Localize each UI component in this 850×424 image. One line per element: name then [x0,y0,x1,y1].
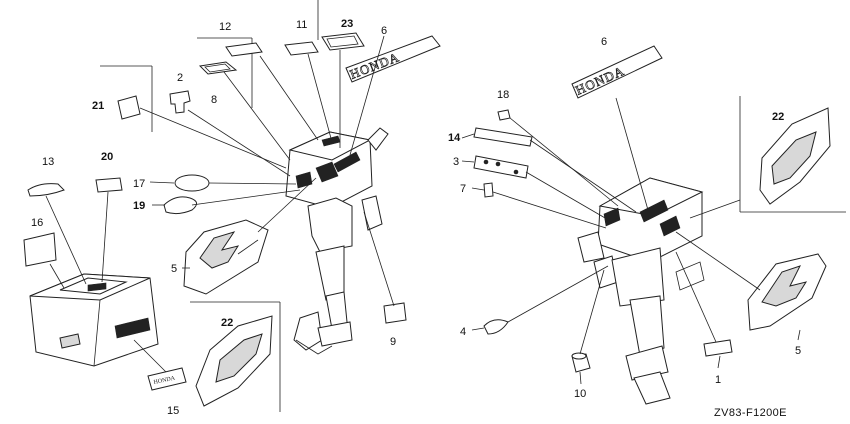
fuel-logo-decal-5-left [183,219,269,295]
leader-line [133,339,167,373]
leader-line [307,53,333,143]
callout-3: 3 [453,156,459,168]
leader-line [529,139,637,213]
decal-8 [198,61,238,75]
decal-7 [483,182,494,198]
decal-16 [23,232,57,267]
decal-11 [284,41,319,56]
leader-line [507,265,609,323]
callout-17: 17 [133,178,145,190]
leader-line [363,211,395,307]
leader-line [257,177,317,233]
decal-2 [169,90,191,114]
engine-cover-box [29,273,159,367]
callout-15: 15 [167,405,179,417]
callout-23: 23 [341,18,353,30]
leader-line [149,181,175,184]
callout-13: 13 [42,156,54,168]
callout-1: 1 [715,374,721,386]
callout-8: 8 [211,94,217,106]
decal-9 [383,302,407,324]
honda-text: HONDA [573,63,627,98]
decal-18 [497,109,511,121]
callout-5-left: 5 [171,263,177,275]
leader-line [675,231,761,291]
leader-line [797,329,801,341]
leader-line [259,55,319,141]
leader-line [675,251,717,343]
decal-23 [321,32,365,51]
side-decal-22-right [759,107,831,205]
callout-10: 10 [574,388,586,400]
decal-19 [163,196,197,215]
leader-line [509,117,619,207]
leader-line [187,109,291,177]
callout-7: 7 [460,183,466,195]
side-decal-22-left [195,315,273,407]
leader-line [579,371,582,385]
callout-9: 9 [390,336,396,348]
plate-3 [473,155,529,179]
leader-line [101,191,109,283]
leader-line [223,71,291,161]
decal-20 [95,177,123,193]
callout-16: 16 [31,217,43,229]
leader-line [49,263,65,289]
leader-line [717,355,721,369]
honda-decal-6-right: HONDA [571,45,663,99]
decal-21 [117,95,141,120]
leader-line [615,97,649,211]
leader-line [45,195,87,285]
callout-22-right: 22 [772,111,784,123]
leader-line [492,191,607,229]
callout-12: 12 [219,21,231,33]
cap-4 [483,319,509,335]
outboard-motor-left [285,127,389,355]
callout-20: 20 [101,151,113,163]
leader-line [689,199,741,219]
callout-4: 4 [460,326,466,338]
leader-line [461,160,475,163]
leader-line [579,269,605,355]
leader-line [191,189,301,206]
leader-line [471,327,485,331]
callout-22-left: 22 [221,317,233,329]
honda-badge-text: HONDA [153,375,176,386]
decal-1 [703,339,733,357]
outboard-motor-right [577,177,705,405]
callout-18: 18 [497,89,509,101]
leader-line [471,187,485,191]
decal-14 [473,127,533,147]
callout-6-left: 6 [381,25,387,37]
diagram-code: ZV83-F1200E [714,407,787,419]
leader-line [349,35,385,156]
honda-text: HONDA [348,49,402,82]
callout-6-right: 6 [601,36,607,48]
callout-19: 19 [133,200,145,212]
decal-17 [174,174,210,192]
callout-2: 2 [177,72,183,84]
fuel-logo-decal-5-right [747,253,827,331]
honda-badge-15: HONDA [147,367,187,391]
callout-14: 14 [448,132,461,144]
leader-line [525,171,613,223]
callout-11: 11 [296,19,307,31]
decal-13 [27,183,65,197]
decal-12 [225,42,263,57]
callout-21: 21 [92,100,104,112]
callout-5-right: 5 [795,345,801,357]
leader-line [208,182,297,185]
leader-line [461,133,475,139]
cylinder-10 [571,352,591,373]
